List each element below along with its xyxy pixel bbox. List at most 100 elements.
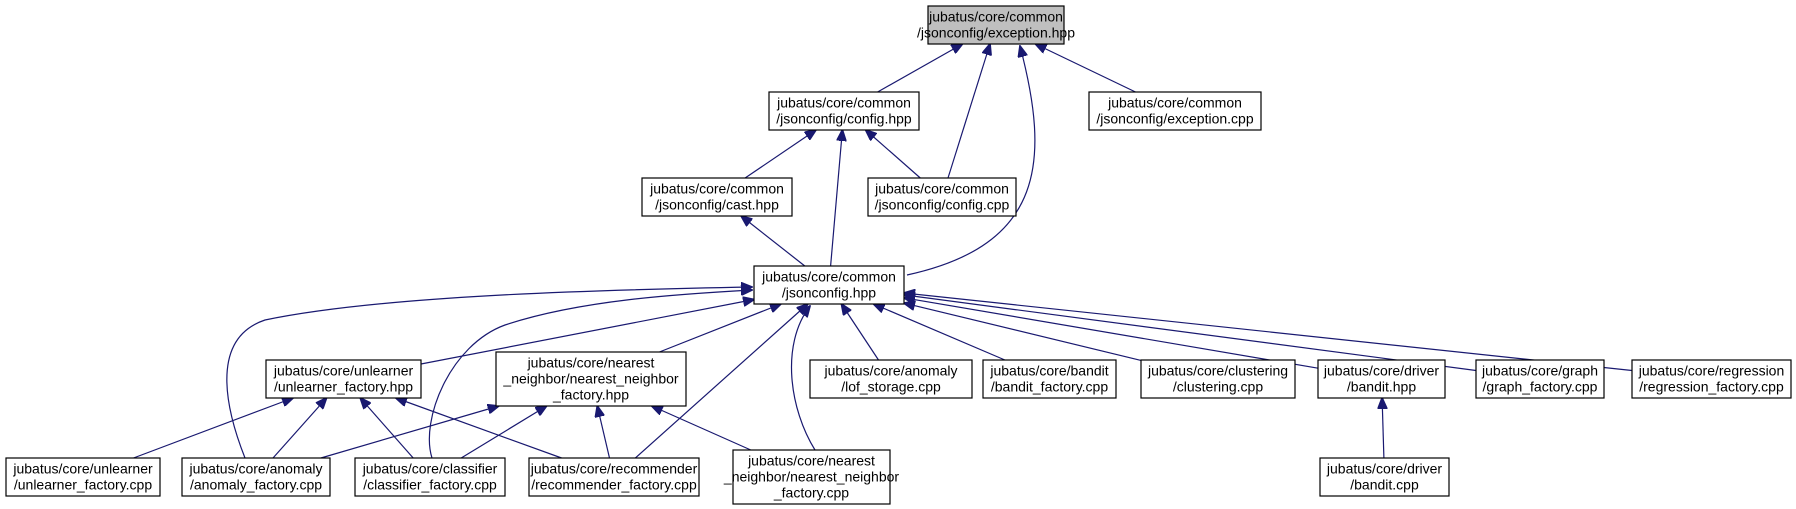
- edge-graph-factory-cpp-to-jsonconfig-hpp: [904, 295, 1477, 372]
- node-label-line: jubatus/core/unlearner: [273, 363, 414, 379]
- node-label-line: jubatus/core/common: [761, 269, 896, 285]
- nodes: jubatus/core/common/jsonconfig/exception…: [5, 5, 1792, 505]
- node-label-line: jubatus/core/graph: [1481, 363, 1598, 379]
- edge-unlearner-factory-hpp-to-jsonconfig-hpp: [420, 300, 754, 365]
- node-config-cpp[interactable]: jubatus/core/common/jsonconfig/config.cp…: [867, 177, 1017, 217]
- node-label-line: /recommender_factory.cpp: [531, 477, 697, 493]
- node-box: [495, 351, 687, 407]
- node-label-line: jubatus/core/nearest: [747, 453, 875, 469]
- node-graph-factory-cpp[interactable]: jubatus/core/graph/graph_factory.cpp: [1475, 359, 1605, 399]
- node-config-hpp[interactable]: jubatus/core/common/jsonconfig/config.hp…: [768, 91, 920, 131]
- node-label-line: jubatus/core/classifier: [362, 461, 498, 477]
- node-lof-storage-cpp[interactable]: jubatus/core/anomaly/lof_storage.cpp: [809, 359, 973, 399]
- node-box: [1088, 91, 1262, 131]
- node-unlearner-factory-hpp[interactable]: jubatus/core/unlearner/unlearner_factory…: [265, 359, 422, 399]
- node-label-line: jubatus/core/nearest: [527, 355, 655, 371]
- edge-config-cpp-to-exception-hpp: [947, 44, 990, 179]
- node-label-line: /jsonconfig/exception.cpp: [1096, 111, 1253, 127]
- edge-config-cpp-to-config-hpp: [866, 130, 921, 179]
- node-label-line: jubatus/core/common: [928, 9, 1063, 25]
- node-label-line: jubatus/core/common: [649, 181, 784, 197]
- node-anomaly-factory-cpp[interactable]: jubatus/core/anomaly/anomaly_factory.cpp: [181, 457, 331, 497]
- node-label-line: jubatus/core/common: [776, 95, 911, 111]
- edges: [133, 44, 1633, 459]
- node-unlearner-factory-cpp[interactable]: jubatus/core/unlearner/unlearner_factory…: [5, 457, 161, 497]
- node-label-line: _neighbor/nearest_neighbor: [502, 371, 678, 387]
- node-label-line: /jsonconfig/exception.hpp: [917, 25, 1075, 41]
- node-label-line: jubatus/core/anomaly: [188, 461, 322, 477]
- node-driver-bandit-hpp[interactable]: jubatus/core/driver/bandit.hpp: [1317, 359, 1446, 399]
- node-label-line: /bandit_factory.cpp: [991, 379, 1108, 395]
- node-nn-factory-cpp[interactable]: jubatus/core/nearest_neighbor/nearest_ne…: [723, 449, 899, 505]
- node-driver-bandit-cpp[interactable]: jubatus/core/driver/bandit.cpp: [1319, 457, 1450, 497]
- node-label-line: jubatus/core/unlearner: [12, 461, 153, 477]
- edge-anomaly-factory-cpp-to-jsonconfig-hpp: [226, 287, 752, 459]
- node-label-line: jubatus/core/clustering: [1147, 363, 1288, 379]
- edge-recommender-factory-cpp-to-nn-factory-hpp: [597, 406, 611, 459]
- node-box: [354, 457, 506, 497]
- node-box: [867, 177, 1017, 217]
- node-label-line: _neighbor/nearest_neighbor: [723, 469, 899, 485]
- node-label-line: /graph_factory.cpp: [1483, 379, 1598, 395]
- node-box: [1140, 359, 1296, 399]
- node-label-line: jubatus/core/common: [1107, 95, 1242, 111]
- edge-recommender-factory-cpp-to-jsonconfig-hpp: [634, 304, 807, 459]
- node-label-line: /jsonconfig.hpp: [782, 285, 876, 301]
- node-bandit-factory-cpp[interactable]: jubatus/core/bandit/bandit_factory.cpp: [982, 359, 1117, 399]
- edge-recommender-factory-cpp-to-unlearner-factory-hpp: [396, 398, 562, 459]
- node-recommender-factory-cpp[interactable]: jubatus/core/recommender/recommender_fac…: [528, 457, 700, 497]
- node-clustering-cpp[interactable]: jubatus/core/clustering/clustering.cpp: [1140, 359, 1296, 399]
- edge-config-hpp-to-exception-hpp: [877, 44, 963, 93]
- edge-classifier-factory-cpp-to-unlearner-factory-hpp: [360, 398, 414, 459]
- node-label-line: jubatus/core/regression: [1638, 363, 1785, 379]
- node-label-line: _factory.hpp: [552, 387, 629, 403]
- node-exception-cpp[interactable]: jubatus/core/common/jsonconfig/exception…: [1088, 91, 1262, 131]
- node-label-line: jubatus/core/driver: [1326, 461, 1443, 477]
- edge-driver-bandit-hpp-to-jsonconfig-hpp: [904, 298, 1319, 369]
- edge-jsonconfig-hpp-to-config-hpp: [830, 130, 843, 267]
- node-label-line: /clustering.cpp: [1173, 379, 1263, 395]
- node-box: [768, 91, 920, 131]
- node-box: [265, 359, 422, 399]
- node-label-line: jubatus/core/anomaly: [823, 363, 957, 379]
- edge-nn-factory-cpp-to-jsonconfig-hpp: [790, 306, 816, 451]
- edge-unlearner-factory-cpp-to-unlearner-factory-hpp: [133, 398, 294, 459]
- node-box: [1317, 359, 1446, 399]
- node-label-line: /anomaly_factory.cpp: [190, 477, 322, 493]
- node-box: [753, 265, 905, 305]
- edge-regression-factory-cpp-to-jsonconfig-hpp: [904, 293, 1633, 372]
- node-label-line: /jsonconfig/config.hpp: [776, 111, 912, 127]
- node-label-line: jubatus/core/driver: [1323, 363, 1440, 379]
- edge-nn-factory-cpp-to-nn-factory-hpp: [652, 406, 752, 451]
- edge-anomaly-factory-cpp-to-nn-factory-hpp: [320, 406, 499, 459]
- edge-lof-storage-cpp-to-jsonconfig-hpp: [842, 304, 880, 361]
- node-box: [927, 5, 1065, 45]
- node-box: [809, 359, 973, 399]
- edge-exception-cpp-to-exception-hpp: [1036, 44, 1136, 93]
- edge-clustering-cpp-to-jsonconfig-hpp: [904, 303, 1142, 361]
- node-box: [982, 359, 1117, 399]
- edge-bandit-factory-cpp-to-jsonconfig-hpp: [874, 304, 1006, 361]
- node-box: [181, 457, 331, 497]
- node-label-line: /bandit.cpp: [1350, 477, 1419, 493]
- node-label-line: jubatus/core/recommender: [530, 461, 698, 477]
- node-label-line: _factory.cpp: [773, 485, 849, 501]
- node-box: [732, 449, 891, 505]
- node-label-line: /unlearner_factory.cpp: [14, 477, 152, 493]
- node-label-line: /classifier_factory.cpp: [363, 477, 497, 493]
- node-jsonconfig-hpp[interactable]: jubatus/core/common/jsonconfig.hpp: [753, 265, 905, 305]
- node-label-line: jubatus/core/bandit: [989, 363, 1108, 379]
- node-cast-hpp[interactable]: jubatus/core/common/jsonconfig/cast.hpp: [641, 177, 793, 217]
- node-box: [528, 457, 700, 497]
- node-exception-hpp[interactable]: jubatus/core/common/jsonconfig/exception…: [917, 5, 1075, 45]
- edge-nn-factory-hpp-to-jsonconfig-hpp: [659, 304, 781, 353]
- node-box: [1475, 359, 1605, 399]
- node-nn-factory-hpp[interactable]: jubatus/core/nearest_neighbor/nearest_ne…: [495, 351, 687, 407]
- node-label-line: jubatus/core/common: [874, 181, 1009, 197]
- node-box: [641, 177, 793, 217]
- edge-driver-bandit-cpp-to-driver-bandit-hpp: [1382, 398, 1384, 459]
- node-regression-factory-cpp[interactable]: jubatus/core/regression/regression_facto…: [1631, 359, 1792, 399]
- node-box: [1319, 457, 1450, 497]
- node-classifier-factory-cpp[interactable]: jubatus/core/classifier/classifier_facto…: [354, 457, 506, 497]
